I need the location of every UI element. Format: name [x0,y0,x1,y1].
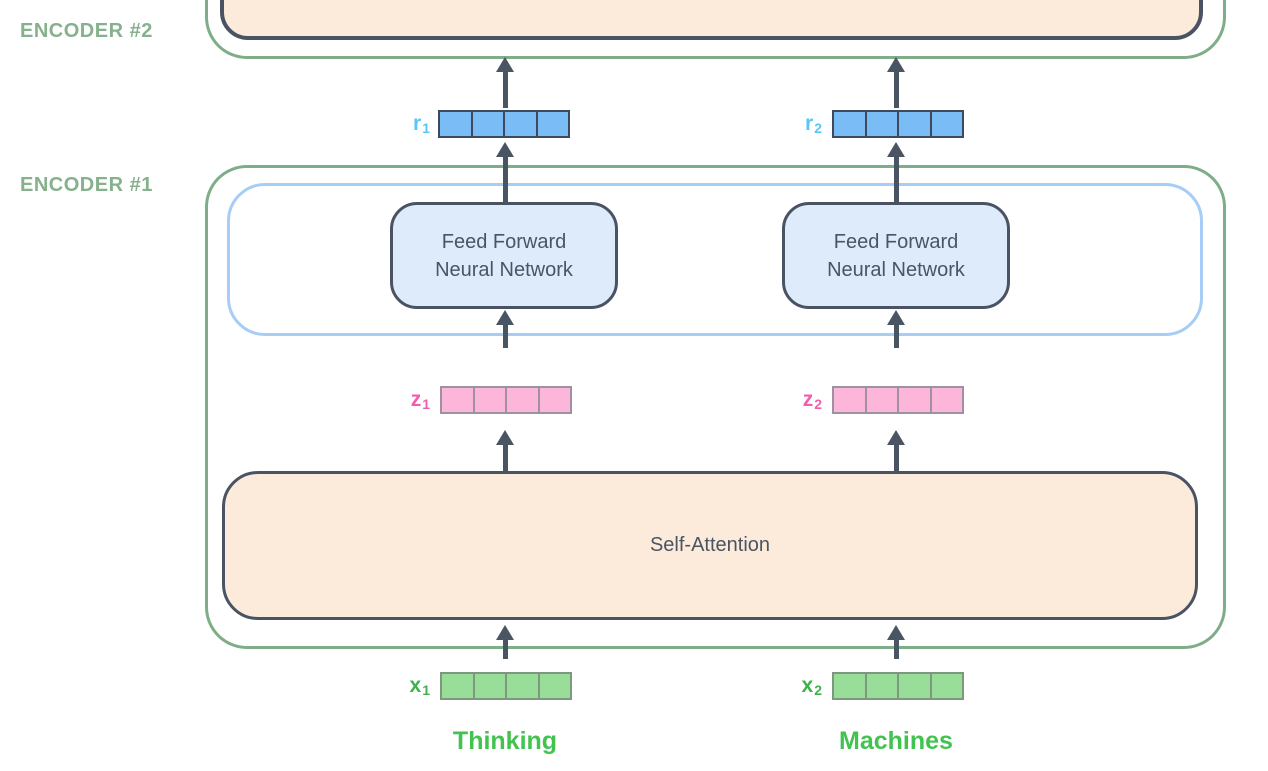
vector-cell [472,112,503,136]
arrowhead-icon [887,625,905,640]
vector-cell [931,388,962,412]
vector-cell [899,388,930,412]
vector-r2-cells [832,110,964,138]
vector-r1-cells [438,110,570,138]
vector-cell [539,388,570,412]
token-word-machines: Machines [839,727,953,755]
vector-label-z1: z1 [410,388,430,412]
ffnn-box-1: Feed Forward Neural Network [390,202,618,309]
vector-z1-cells [440,386,572,414]
up-arrow [496,430,514,471]
arrowhead-icon [887,142,905,157]
ffnn-2-label-line1: Feed Forward [833,230,959,253]
vector-cell [866,112,897,136]
arrowhead-icon [887,57,905,72]
vector-cell [474,388,505,412]
encoder-1-label: ENCODER #1 [20,174,153,196]
vector-cell [931,674,962,698]
up-arrow [496,57,514,108]
up-arrow [887,310,905,348]
token-word-thinking: Thinking [452,727,558,755]
arrowhead-icon [887,430,905,445]
vector-cell [537,112,568,136]
arrowhead-icon [496,625,514,640]
up-arrow [887,625,905,659]
vector-cell [507,388,538,412]
vector-cell [899,112,930,136]
encoder-2-inner-block [220,0,1203,40]
up-arrow [496,625,514,659]
vector-cell [866,388,897,412]
vector-label-x2: x2 [801,674,822,698]
self-attention-box: Self-Attention [222,471,1198,620]
up-arrow [887,57,905,108]
vector-cell [505,112,536,136]
arrowhead-icon [496,430,514,445]
arrowhead-icon [496,142,514,157]
vector-cell [507,674,538,698]
up-arrow [496,142,514,202]
vector-cell [442,388,473,412]
up-arrow [887,430,905,471]
vector-x1-cells [440,672,572,700]
vector-z2-cells [832,386,964,414]
ffnn-1-label-line1: Feed Forward [441,230,567,253]
vector-label-x1: x1 [409,674,430,698]
vector-cell [834,388,865,412]
ffnn-container [227,183,1203,336]
vector-cell [834,674,865,698]
vector-cell [442,674,473,698]
arrowhead-icon [496,310,514,325]
vector-cell [474,674,505,698]
vector-cell [931,112,962,136]
vector-cell [440,112,471,136]
encoder-2-label: ENCODER #2 [20,20,153,42]
vector-x2-cells [832,672,964,700]
vector-cell [866,674,897,698]
vector-label-z2: z2 [802,388,822,412]
up-arrow [496,310,514,348]
self-attention-label: Self-Attention [649,534,771,556]
arrowhead-icon [496,57,514,72]
up-arrow [887,142,905,202]
vector-label-r1: r1 [413,112,430,136]
vector-cell [539,674,570,698]
ffnn-1-label-line2: Neural Network [435,258,573,281]
ffnn-box-2: Feed Forward Neural Network [782,202,1010,309]
vector-cell [899,674,930,698]
arrowhead-icon [887,310,905,325]
encoder-1-box [205,165,1226,649]
ffnn-2-label-line2: Neural Network [827,258,965,281]
vector-label-r2: r2 [805,112,822,136]
vector-cell [834,112,865,136]
